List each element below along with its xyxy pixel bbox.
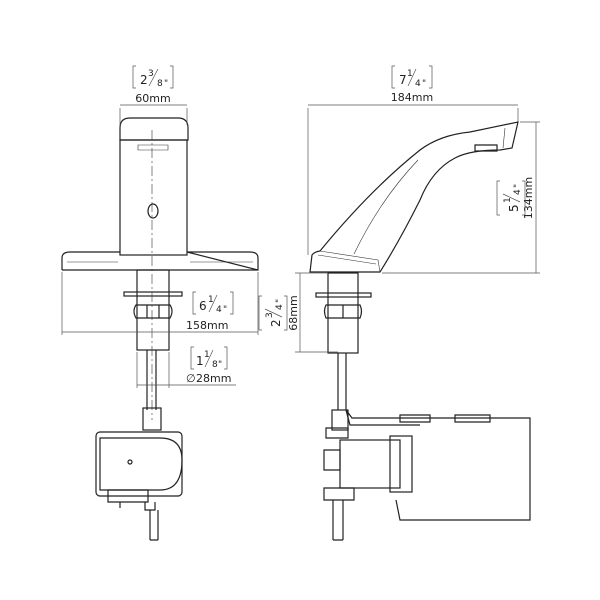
diameter-inch-label: 1 1 8 " — [190, 346, 228, 370]
svg-text:4: 4 — [275, 304, 285, 310]
svg-text:4: 4 — [216, 305, 222, 315]
width-inch-label: 2 3 8 " — [132, 65, 174, 89]
width-mm-label: 60mm — [135, 92, 170, 105]
svg-text:2: 2 — [269, 319, 283, 327]
svg-text:": " — [513, 184, 523, 188]
svg-text:": " — [422, 79, 426, 89]
length-mm-label: 184mm — [391, 91, 433, 104]
dimension-line-length — [307, 104, 519, 255]
dimension-line-width — [119, 104, 188, 125]
mounting-stem — [136, 269, 170, 351]
svg-text:2: 2 — [140, 73, 148, 87]
stem-mm-label: 68mm — [287, 295, 300, 330]
dimension-line-stem — [295, 272, 338, 353]
svg-text:1: 1 — [503, 197, 513, 203]
svg-text:3: 3 — [265, 312, 275, 318]
length-inch-label: 7 1 4 " — [391, 65, 433, 89]
svg-text:5: 5 — [507, 204, 521, 212]
height-mm-label: 134mm — [522, 177, 535, 219]
svg-text:6: 6 — [199, 299, 207, 313]
solenoid-valve — [339, 439, 401, 489]
svg-text:7: 7 — [399, 73, 407, 87]
svg-text:1: 1 — [407, 69, 413, 79]
faucet-cap — [119, 117, 189, 141]
front-view: 60mm 2 3 8 " 158mm 6 1 4 " ∅ 28mm 1 1 8 … — [61, 65, 259, 541]
stem-inch-label: 2 3 4 " — [258, 295, 288, 331]
svg-text:": " — [275, 299, 285, 303]
svg-text:4: 4 — [415, 79, 421, 89]
svg-text:1: 1 — [208, 295, 214, 305]
base-mm-label: 158mm — [186, 319, 228, 332]
diameter-symbol: ∅ — [186, 372, 196, 385]
flange — [123, 291, 183, 297]
svg-text:1: 1 — [196, 354, 204, 368]
cable-connectors — [399, 414, 491, 423]
dimension-line-diameter — [136, 352, 236, 388]
dimension-line-base — [61, 272, 259, 335]
base-inch-label: 6 1 4 " — [192, 291, 234, 315]
svg-text:3: 3 — [148, 69, 154, 79]
svg-text:": " — [223, 305, 227, 315]
valve-box — [99, 437, 183, 491]
svg-text:": " — [164, 79, 168, 89]
nut — [133, 304, 173, 319]
svg-text:": " — [218, 360, 222, 370]
svg-text:4: 4 — [513, 189, 523, 195]
sensor-window — [147, 203, 159, 219]
side-view: 184mm 7 1 4 " 134mm 5 1 4 " 68mm 2 3 4 " — [258, 65, 540, 541]
svg-text:1: 1 — [204, 350, 210, 360]
svg-text:8: 8 — [157, 79, 163, 89]
svg-text:8: 8 — [212, 360, 218, 370]
faucet-body — [119, 139, 188, 256]
height-inch-label: 5 1 4 " — [496, 180, 526, 216]
diameter-mm-label: 28mm — [196, 372, 231, 385]
dimension-line-height — [382, 121, 540, 274]
aerator — [474, 144, 498, 152]
